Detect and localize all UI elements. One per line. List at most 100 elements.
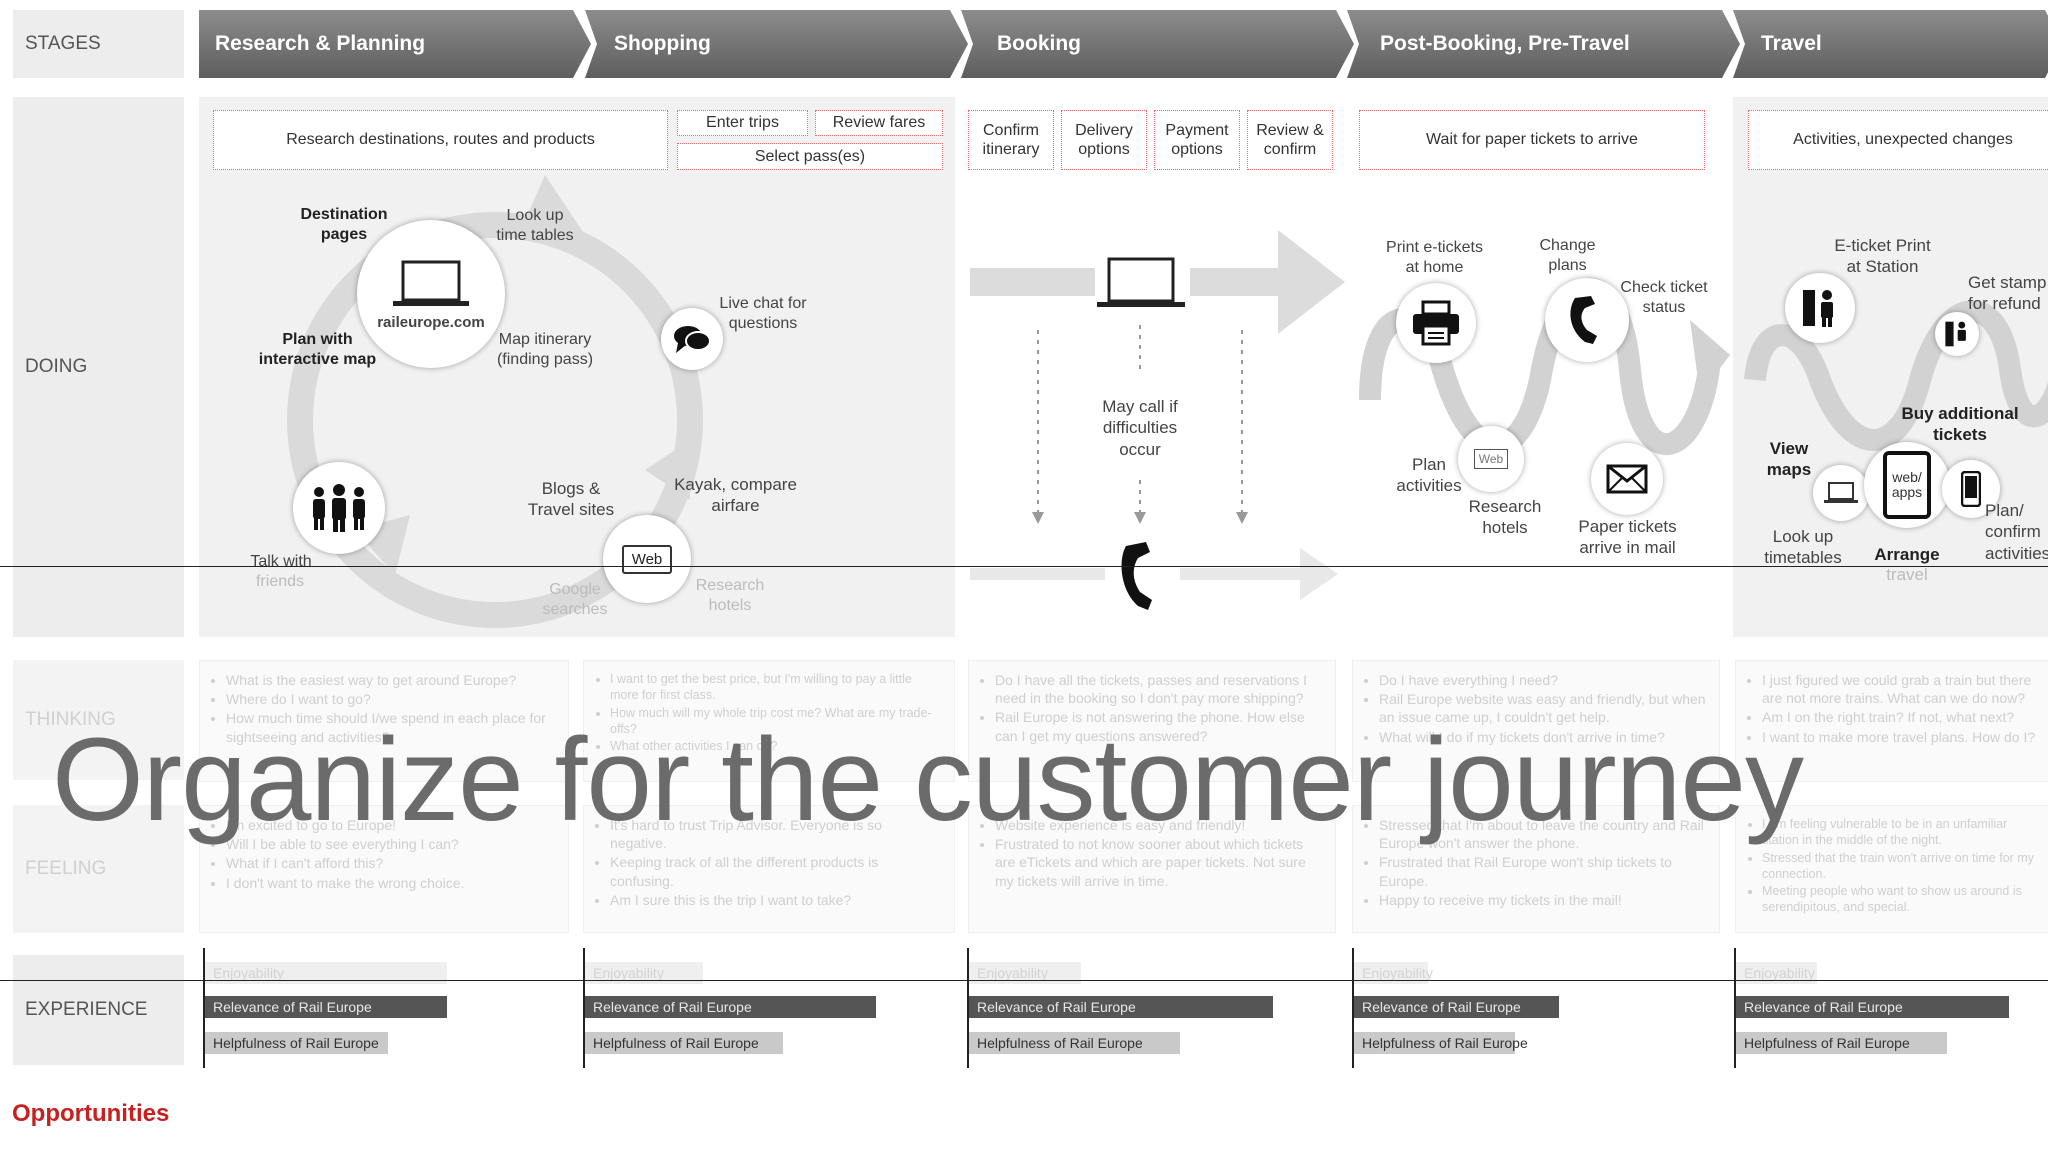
box-wait-paper-tickets: Wait for paper tickets to arrive — [1359, 110, 1705, 170]
people-circle — [293, 462, 385, 554]
label-look-up-timetables: Look up time tables — [496, 207, 574, 244]
feeling-item: Website experience is easy and friendly! — [995, 816, 1323, 834]
box-enter-trips: Enter trips — [677, 110, 808, 136]
thinking-item: What is the easiest way to get around Eu… — [226, 671, 556, 689]
chat-circle — [661, 308, 723, 370]
feeling-item: Will I be able to see everything I can? — [226, 835, 556, 853]
row-label-thinking: THINKING — [13, 660, 184, 780]
label-get-stamp: Get stamp for refund — [1968, 273, 2047, 314]
feeling-item: Frustrated that Rail Europe won't ship t… — [1379, 853, 1707, 889]
label-eticket-print: E-ticket Print at Station — [1834, 236, 1931, 277]
envelope-icon — [1606, 464, 1648, 494]
box-review-confirm: Review & confirm — [1247, 110, 1333, 170]
slide-title: Organize for the customer journey — [52, 714, 1804, 846]
feeling-item: Stressed that I'm about to leave the cou… — [1379, 816, 1707, 852]
label-plan-confirm: Plan/ confirm activities — [1985, 501, 2048, 563]
laptop-circle-travel — [1813, 465, 1869, 521]
bar-enjoyability: Enjoyability — [1736, 962, 1817, 984]
feeling-item: Stressed that the train won't arrive on … — [1762, 850, 2042, 883]
bar-relevance: Relevance of Rail Europe — [1354, 996, 1559, 1018]
thinking-item: I just figured we could grab a train but… — [1762, 671, 2042, 707]
label-friends: friends — [255, 573, 305, 590]
bar-helpfulness: Helpfulness of Rail Europe — [205, 1032, 388, 1054]
web-icon: Web — [621, 544, 673, 574]
station-agent-circle — [1935, 312, 1979, 356]
thinking-panel-booking: Do I have all the tickets, passes and re… — [968, 660, 1336, 782]
label-print-etickets: Print e-tickets at home — [1386, 239, 1483, 276]
bar-enjoyability: Enjoyability — [585, 962, 703, 984]
row-label-feeling: FEELING — [13, 805, 184, 933]
raileurope-label: raileurope.com — [377, 313, 485, 331]
raileurope-laptop-circle: raileurope.com — [357, 220, 505, 368]
overlay-divider-top — [0, 566, 2048, 567]
label-map-itinerary: Map itinerary (finding pass) — [496, 331, 594, 368]
label-change-plans: Change plans — [1539, 237, 1596, 274]
experience-axis — [583, 948, 585, 1068]
label-paper-tickets-arrive: Paper tickets arrive in mail — [1578, 517, 1677, 558]
ticket-machine-circle — [1785, 273, 1855, 343]
row-label-stages: STAGES — [13, 10, 184, 78]
box-research-destinations: Research destinations, routes and produc… — [213, 110, 668, 170]
chat-bubble-icon — [674, 326, 711, 353]
feeling-panel-post-booking: Stressed that I'm about to leave the cou… — [1352, 805, 1720, 933]
box-confirm-itinerary: Confirm itinerary — [968, 110, 1054, 170]
feeling-item: I am feeling vulnerable to be in an unfa… — [1762, 816, 2042, 849]
doing-area-booking — [961, 97, 1341, 637]
printer-icon — [1413, 300, 1459, 346]
mobile-phone-icon — [1961, 471, 1981, 507]
feeling-panel-research: I'm excited to go to Europe!Will I be ab… — [199, 805, 569, 933]
stage-research-planning: Research & Planning — [199, 10, 591, 78]
label-view-maps: View maps — [1766, 439, 1812, 480]
feeling-item: Am I sure this is the trip I want to tak… — [610, 891, 942, 909]
label-kayak: Kayak, compare airfare — [674, 475, 797, 516]
label-research-hotels: Research hotels — [1468, 497, 1542, 538]
thinking-item: Rail Europe is not answering the phone. … — [995, 708, 1323, 744]
thinking-item: Where do I want to go? — [226, 690, 556, 708]
ticket-machine-icon — [1945, 321, 1966, 347]
label-destination-pages: Destination pages — [300, 206, 388, 243]
overlay-divider-bottom — [0, 980, 2048, 981]
group-people-icon — [313, 484, 365, 532]
laptop-icon — [393, 260, 469, 306]
row-label-doing: DOING — [13, 97, 184, 637]
feeling-item: I'm excited to go to Europe! — [226, 816, 556, 834]
tablet-circle: web/ apps — [1864, 442, 1950, 528]
label-live-chat: Live chat for questions — [719, 295, 807, 332]
thinking-item: How much will my whole trip cost me? Wha… — [610, 705, 942, 738]
tablet-icon: web/ apps — [1883, 451, 1931, 519]
label-blogs-travel: Blogs & Travel sites — [527, 479, 615, 520]
feeling-panel-travel: I am feeling vulnerable to be in an unfa… — [1735, 805, 2048, 933]
opportunities-heading: Opportunities — [12, 1100, 170, 1127]
label-arrange: Arrange — [1874, 545, 1940, 564]
telephone-icon — [1570, 296, 1597, 344]
label-talk-with: Talk with — [250, 553, 312, 570]
thinking-item: I want to make more travel plans. How do… — [1762, 728, 2042, 746]
box-activities: Activities, unexpected changes — [1748, 110, 2048, 170]
feeling-item: Happy to receive my tickets in the mail! — [1379, 891, 1707, 909]
bar-helpfulness: Helpfulness of Rail Europe — [585, 1032, 783, 1054]
feeling-item: Meeting people who want to show us aroun… — [1762, 883, 2042, 916]
label-look-up-timetables-travel: Look up timetables — [1764, 527, 1842, 568]
phone-handset-icon — [1121, 542, 1152, 610]
doing-area-travel — [1733, 97, 2048, 637]
box-review-fares: Review fares — [815, 110, 943, 136]
label-google-searches: Google searches — [542, 581, 608, 618]
label-research-hotels-faded: Research hotels — [695, 577, 765, 614]
phone-circle-travel — [1942, 460, 2000, 518]
stage-travel: Travel — [1733, 10, 2048, 78]
web-circle: Web — [603, 515, 691, 603]
bar-helpfulness: Helpfulness of Rail Europe — [1354, 1032, 1528, 1054]
row-label-experience: EXPERIENCE — [13, 955, 184, 1065]
web-circle-small: Web — [1458, 426, 1524, 492]
bar-enjoyability: Enjoyability — [1354, 962, 1433, 984]
thinking-item: Do I have all the tickets, passes and re… — [995, 671, 1323, 707]
mail-circle — [1591, 443, 1663, 515]
thinking-item: What other activities I can do? — [610, 738, 942, 754]
thinking-item: Am I on the right train? If not, what ne… — [1762, 708, 2042, 726]
feeling-panel-booking: Website experience is easy and friendly!… — [968, 805, 1336, 933]
label-may-call: May call if difficulties occur — [1102, 397, 1178, 459]
bar-relevance: Relevance of Rail Europe — [969, 996, 1273, 1018]
thinking-panel-research: What is the easiest way to get around Eu… — [199, 660, 569, 782]
web-icon: Web — [1473, 449, 1509, 469]
bar-relevance: Relevance of Rail Europe — [1736, 996, 2009, 1018]
